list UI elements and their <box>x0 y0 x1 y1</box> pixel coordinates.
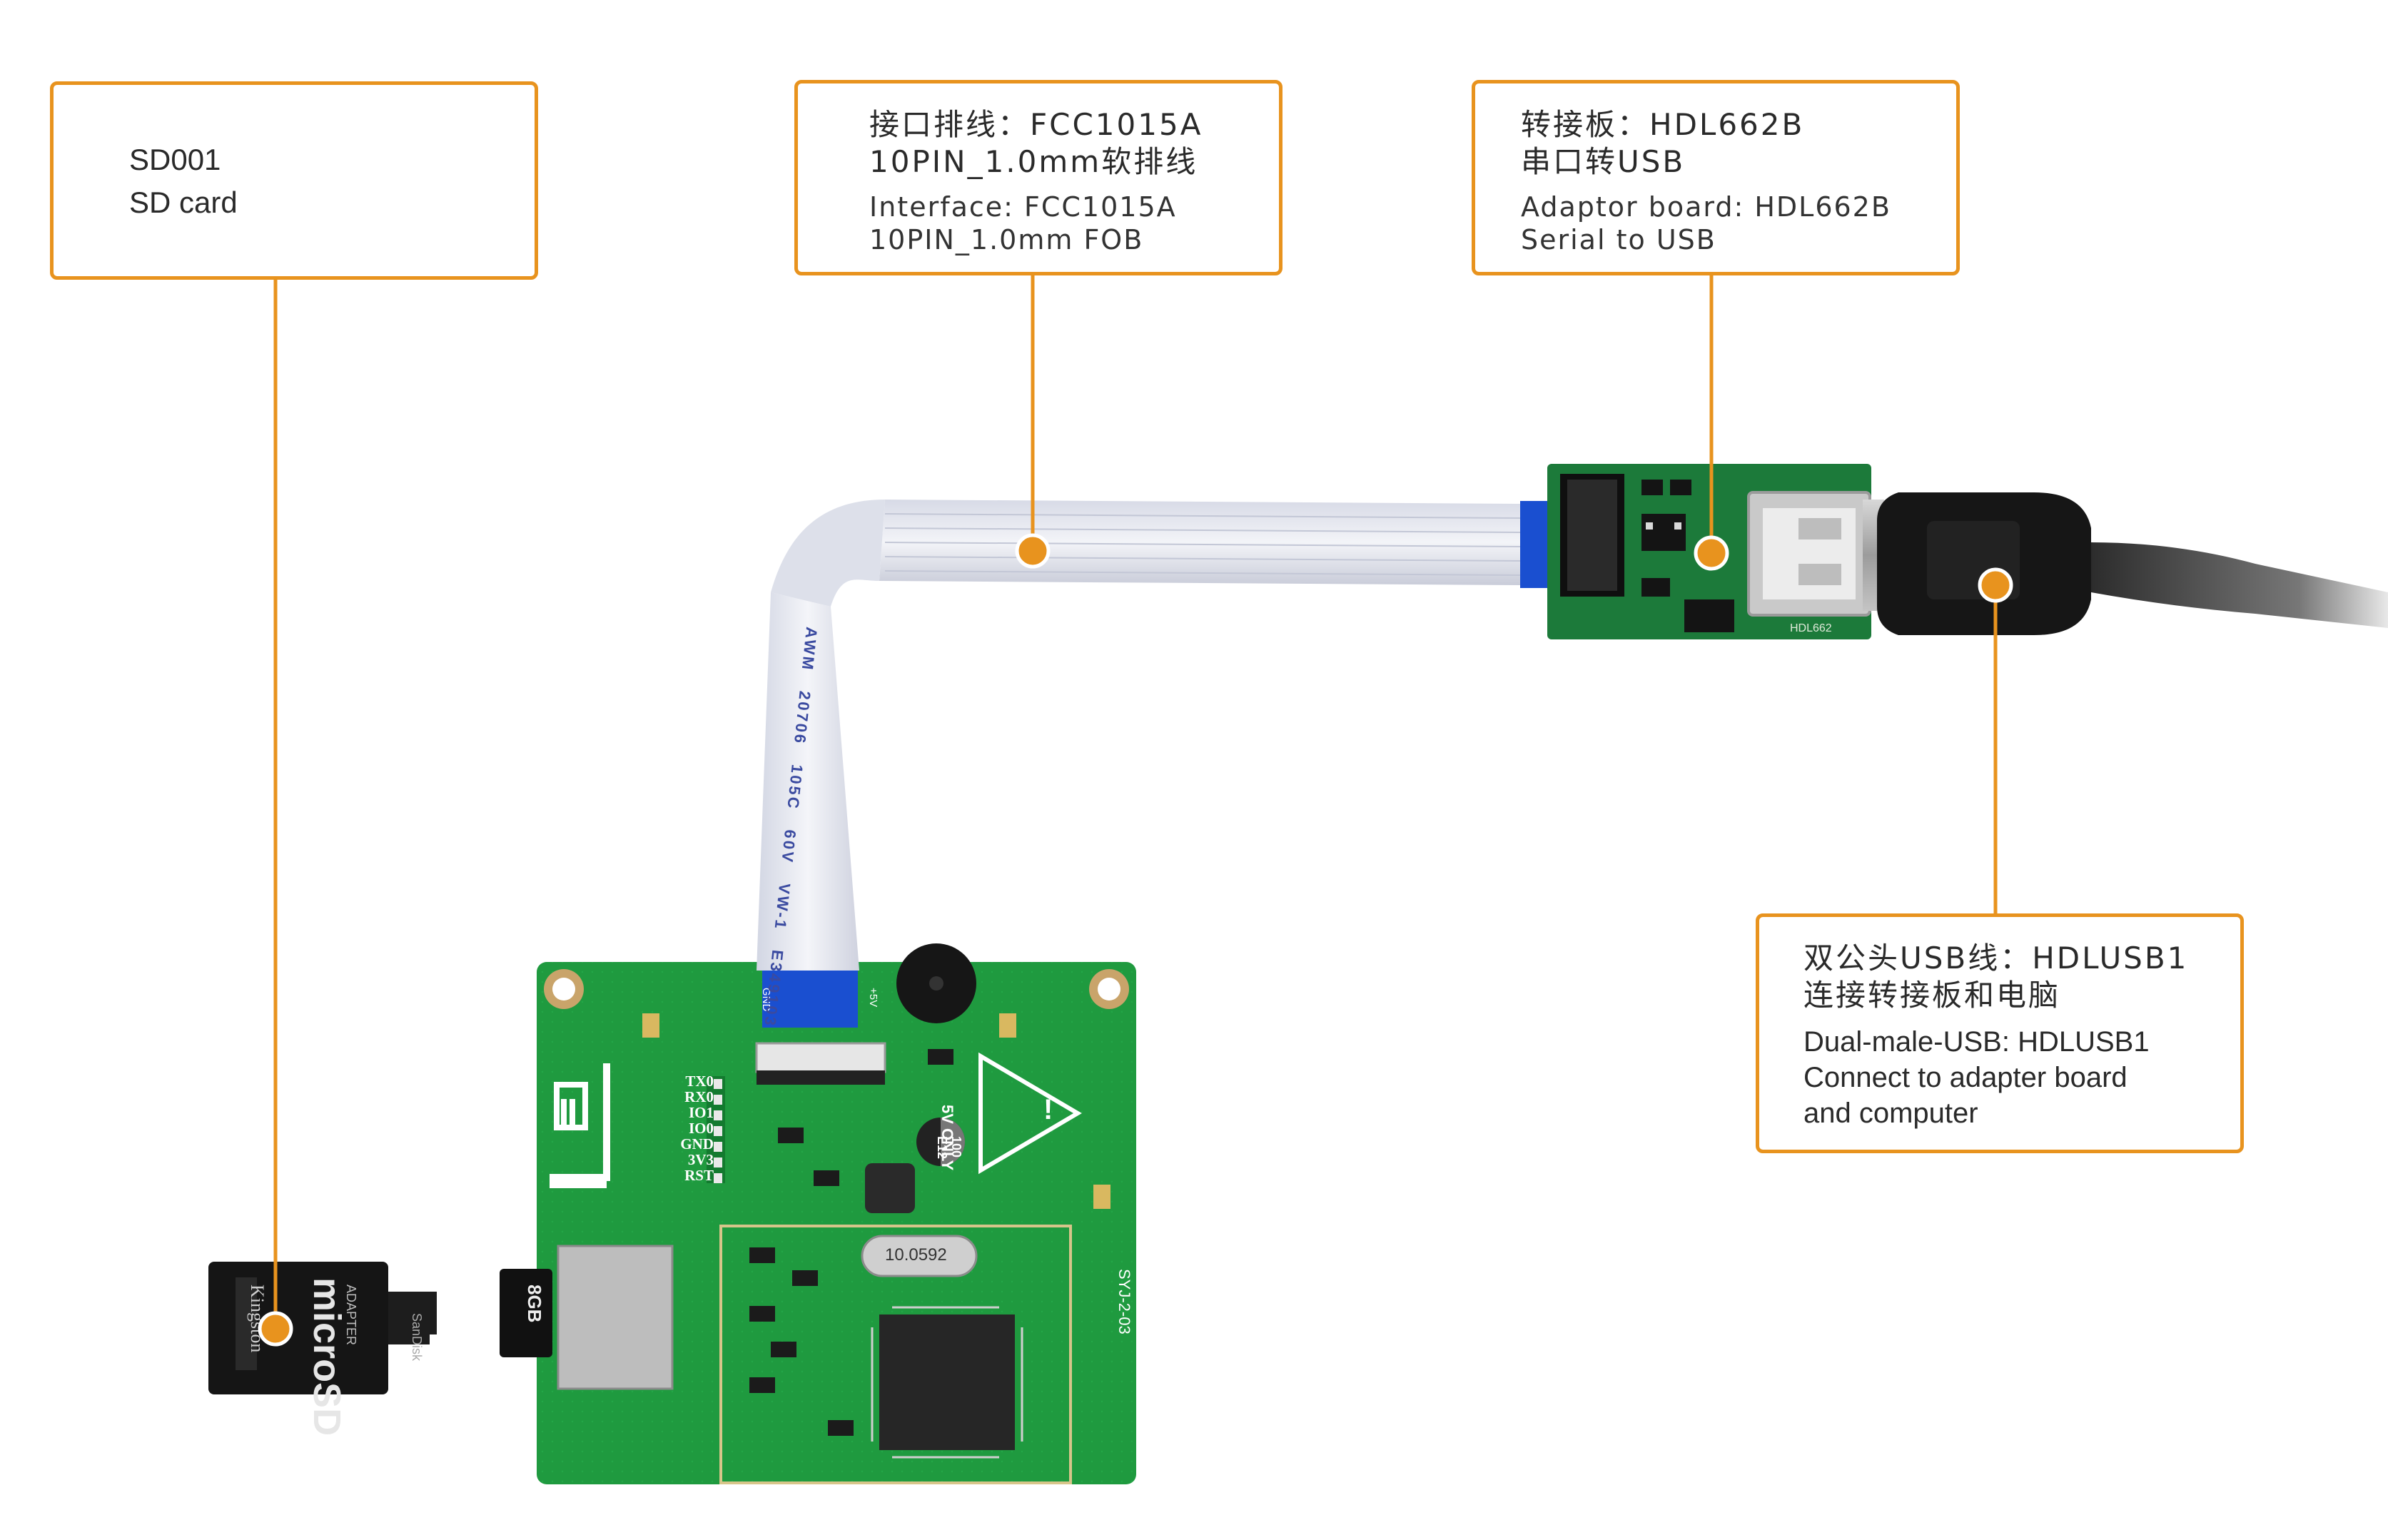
adapter-title-zh: 转接板：HDL662B <box>1521 107 1805 142</box>
usb-desc-en-2: and computer <box>1803 1098 1978 1129</box>
crystal-label: 10.0592 <box>885 1245 947 1265</box>
svg-text:!: ! <box>1043 1094 1053 1125</box>
usb-desc-zh: 连接转接板和电脑 <box>1803 978 2061 1013</box>
sd-card-name: SD card <box>129 186 238 219</box>
adapter-desc-en: Serial to USB <box>1521 224 1716 255</box>
svg-text:microSD: microSD <box>305 1277 348 1436</box>
pin-label: RX0 <box>684 1088 714 1105</box>
cable-spec-zh: 10PIN_1.0mm软排线 <box>869 144 1198 179</box>
capacitor-value-label: 100 <box>949 1136 963 1158</box>
adapter-callout: 转接板：HDL662B 串口转USB Adaptor board: HDL662… <box>1472 80 1960 275</box>
usb-cable-marker <box>1978 567 2013 603</box>
adapter-board <box>1547 464 1884 639</box>
pin-label: GND <box>680 1135 714 1153</box>
pin-label: TX0 <box>685 1073 714 1090</box>
adapter-marker <box>1694 535 1729 571</box>
cable-title-zh: 接口排线：FCC1015A <box>869 107 1203 142</box>
svg-text:SanDisk: SanDisk <box>410 1313 424 1362</box>
ribbon-cable <box>757 500 1560 1028</box>
usb-desc-en-1: Connect to adapter board <box>1803 1062 2128 1093</box>
usb-cable <box>1877 492 2388 635</box>
svg-text:ADAPTER: ADAPTER <box>344 1285 358 1345</box>
main-pcb-board: ! <box>500 943 1136 1484</box>
pin-labels: TX0 RX0 IO1 IO0 GND 3V3 RST <box>671 1073 714 1183</box>
usb-title-zh: 双公头USB线：HDLUSB1 <box>1803 941 2189 976</box>
adapter-title-en: Adaptor board: HDL662B <box>1521 191 1891 223</box>
sd-card-callout: SD001 SD card <box>50 81 538 280</box>
cable-callout: 接口排线：FCC1015A 10PIN_1.0mm软排线 Interface: … <box>794 80 1282 275</box>
usb-cable-callout: 双公头USB线：HDLUSB1 连接转接板和电脑 Dual-male-USB: … <box>1756 913 2244 1153</box>
pin-label: IO1 <box>688 1104 714 1121</box>
sd-card-marker <box>258 1311 293 1347</box>
capacitor-voltage-label: E12 <box>935 1136 949 1160</box>
vcc-pad-label: +5V <box>867 988 879 1008</box>
adapter-model-label: HDL662 <box>1790 622 1832 634</box>
pin-label: RST <box>684 1167 714 1184</box>
usb-title-en: Dual-male-USB: HDLUSB1 <box>1803 1026 2150 1058</box>
cable-spec-en: 10PIN_1.0mm FOB <box>869 224 1144 255</box>
board-model-label: SYJ-2-03 <box>1115 1269 1133 1334</box>
sd-card-adapter: Kingston microSD ADAPTER SanDisk <box>208 1262 437 1436</box>
sd-card-code: SD001 <box>129 143 221 176</box>
cable-marker <box>1015 533 1051 569</box>
pin-label: IO0 <box>688 1120 714 1137</box>
leader-lines <box>273 275 1998 1327</box>
adapter-desc-zh: 串口转USB <box>1521 144 1686 179</box>
cable-print-item: 60V <box>778 829 800 865</box>
cable-title-en: Interface: FCC1015A <box>869 191 1177 223</box>
pin-label: 3V3 <box>687 1151 714 1168</box>
sd-capacity-label: 8GB <box>524 1285 545 1323</box>
